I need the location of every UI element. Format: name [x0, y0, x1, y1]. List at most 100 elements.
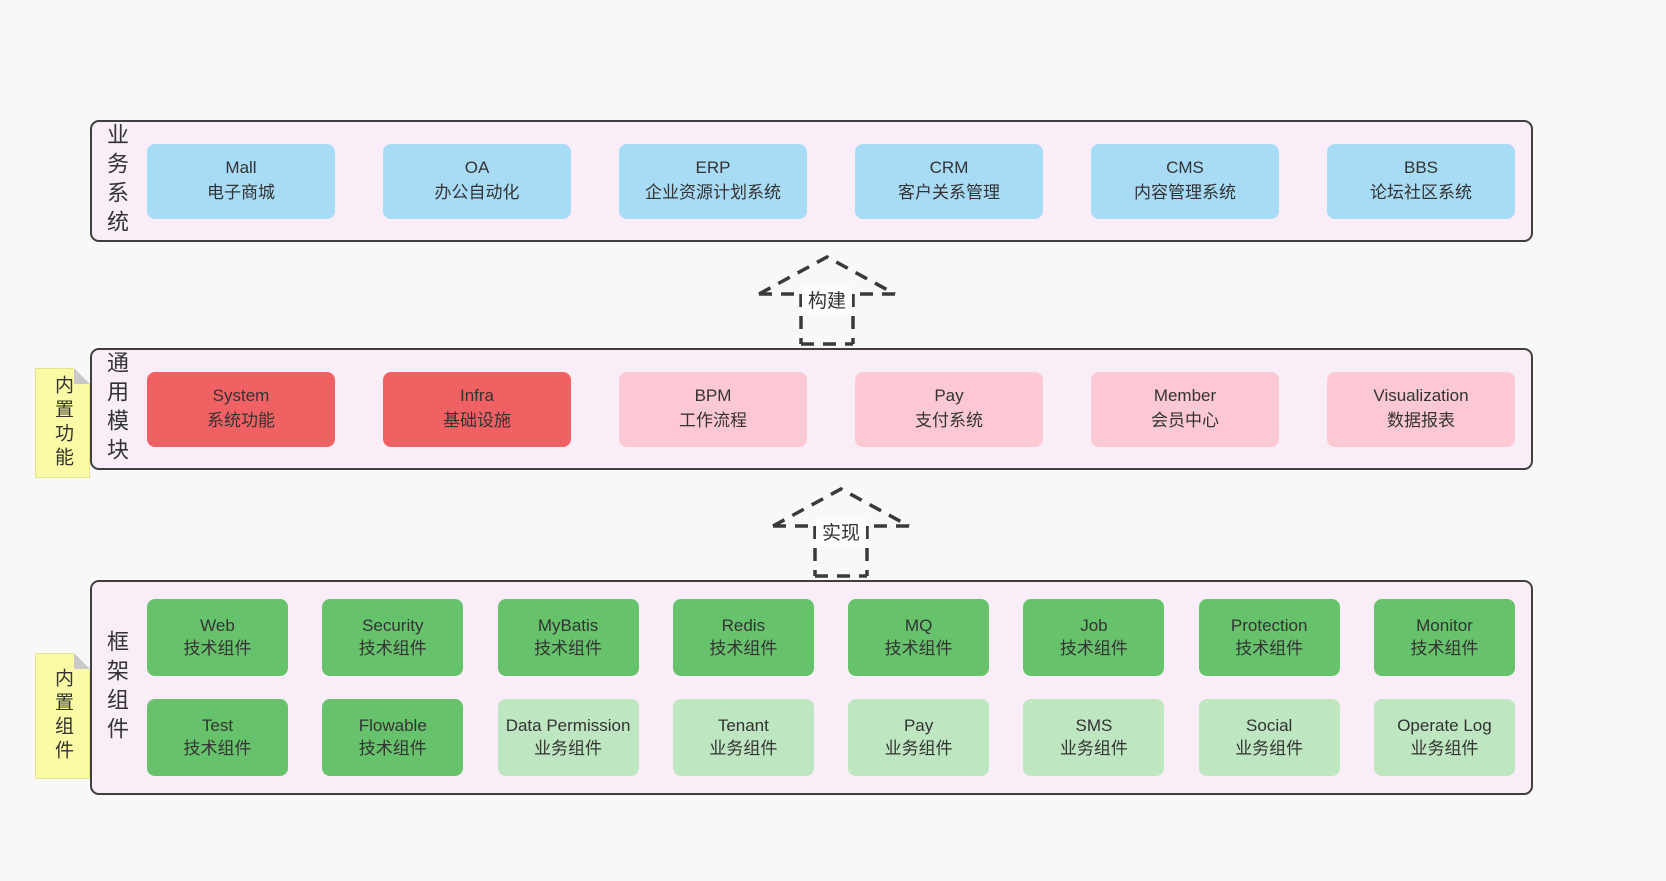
box-title: Monitor	[1416, 615, 1473, 635]
arrow-implement-label: 实现	[815, 517, 867, 546]
box-social: Social 业务组件	[1198, 699, 1340, 776]
box-title: Pay	[903, 715, 934, 735]
box-subtitle: 业务组件	[1059, 738, 1128, 758]
framework-component-rows: Web 技术组件 Security 技术组件 MyBatis 技术组件 Redi…	[147, 582, 1515, 793]
box-mybatis: MyBatis 技术组件	[497, 599, 639, 676]
box-pay-business: Pay 业务组件	[848, 699, 990, 776]
box-crm: CRM 客户关系管理	[855, 143, 1043, 219]
box-subtitle: 电子商城	[207, 183, 275, 202]
box-erp: ERP 企业资源计划系统	[619, 143, 807, 219]
box-title: OA	[464, 158, 490, 178]
box-bpm: BPM 工作流程	[619, 371, 807, 447]
box-title: Mall	[225, 158, 257, 178]
box-title: SMS	[1075, 715, 1113, 735]
box-title: BPM	[694, 386, 732, 406]
note-text: 内置功能	[52, 375, 73, 471]
box-title: Data Permission	[505, 715, 631, 735]
box-title: Test	[201, 715, 234, 735]
box-subtitle: 办公自动化	[434, 183, 520, 202]
up-arrow-icon	[758, 255, 896, 346]
arrow-build-label: 构建	[801, 285, 853, 314]
box-redis: Redis 技术组件	[672, 599, 814, 676]
box-title: Social	[1246, 715, 1293, 735]
box-title: Redis	[721, 615, 766, 635]
section-business-systems: 业务系统 Mall 电子商城 OA 办公自动化 ERP 企业资源计划系统 CRM…	[90, 120, 1533, 242]
framework-row-2: Test 技术组件 Flowable 技术组件 Data Permission …	[147, 699, 1515, 776]
box-subtitle: 技术组件	[183, 738, 252, 758]
box-subtitle: 内容管理系统	[1134, 183, 1236, 202]
box-subtitle: 技术组件	[884, 638, 953, 658]
box-infra: Infra 基础设施	[383, 371, 571, 447]
box-subtitle: 技术组件	[534, 638, 603, 658]
box-subtitle: 技术组件	[183, 638, 252, 658]
arrow-implement: 实现	[771, 487, 911, 579]
box-visualization: Visualization 数据报表	[1327, 371, 1515, 447]
box-title: MyBatis	[537, 615, 599, 635]
box-system: System 系统功能	[147, 371, 335, 447]
box-subtitle: 企业资源计划系统	[645, 183, 781, 202]
box-title: Protection	[1230, 615, 1308, 635]
box-title: Operate Log	[1397, 715, 1492, 735]
box-tenant: Tenant 业务组件	[672, 699, 814, 776]
section-label-framework: 框架组件	[104, 629, 129, 746]
box-subtitle: 系统功能	[207, 411, 275, 430]
box-title: ERP	[695, 158, 731, 178]
box-monitor: Monitor 技术组件	[1373, 599, 1515, 676]
section-framework-components: 框架组件 Web 技术组件 Security 技术组件 MyBatis 技术组件…	[90, 580, 1533, 795]
business-boxes: Mall 电子商城 OA 办公自动化 ERP 企业资源计划系统 CRM 客户关系…	[147, 122, 1515, 240]
arrow-build: 构建	[757, 255, 897, 347]
box-title: Job	[1080, 615, 1108, 635]
box-subtitle: 技术组件	[1059, 638, 1128, 658]
box-subtitle: 基础设施	[443, 411, 511, 430]
box-subtitle: 技术组件	[1410, 638, 1479, 658]
box-subtitle: 数据报表	[1387, 411, 1455, 430]
box-title: Flowable	[358, 715, 427, 735]
box-subtitle: 业务组件	[1410, 738, 1479, 758]
box-title: Visualization	[1373, 386, 1469, 406]
section-common-modules: 通用模块 System 系统功能 Infra 基础设施 BPM 工作流程 Pay…	[90, 348, 1533, 470]
box-protection: Protection 技术组件	[1198, 599, 1340, 676]
box-test: Test 技术组件	[147, 699, 288, 776]
box-bbs: BBS 论坛社区系统	[1327, 143, 1515, 219]
note-text: 内置组件	[52, 668, 73, 764]
box-subtitle: 技术组件	[358, 638, 427, 658]
common-module-boxes: System 系统功能 Infra 基础设施 BPM 工作流程 Pay 支付系统…	[147, 350, 1515, 468]
box-title: Pay	[934, 386, 964, 406]
box-title: BBS	[1403, 158, 1439, 178]
box-web: Web 技术组件	[147, 599, 288, 676]
box-subtitle: 业务组件	[884, 738, 953, 758]
box-subtitle: 业务组件	[1235, 738, 1304, 758]
box-pay: Pay 支付系统	[855, 371, 1043, 447]
box-title: Tenant	[717, 715, 769, 735]
box-subtitle: 工作流程	[679, 411, 747, 430]
section-label-business: 业务系统	[104, 123, 129, 239]
box-title: Infra	[459, 386, 495, 406]
box-title: CRM	[929, 158, 969, 178]
box-mq: MQ 技术组件	[848, 599, 990, 676]
box-data-permission: Data Permission 业务组件	[497, 699, 639, 776]
box-flowable: Flowable 技术组件	[322, 699, 464, 776]
box-mall: Mall 电子商城	[147, 143, 335, 219]
box-title: Member	[1153, 386, 1217, 406]
box-title: Web	[200, 615, 235, 635]
box-title: Security	[362, 615, 424, 635]
box-subtitle: 论坛社区系统	[1370, 183, 1472, 202]
box-member: Member 会员中心	[1091, 371, 1279, 447]
box-subtitle: 会员中心	[1151, 411, 1219, 430]
box-sms: SMS 业务组件	[1023, 699, 1165, 776]
note-built-in-features: 内置功能	[35, 368, 90, 478]
box-oa: OA 办公自动化	[383, 143, 571, 219]
section-label-common: 通用模块	[104, 351, 129, 467]
box-subtitle: 技术组件	[358, 738, 427, 758]
box-job: Job 技术组件	[1023, 599, 1165, 676]
box-title: CMS	[1166, 158, 1204, 178]
box-cms: CMS 内容管理系统	[1091, 143, 1279, 219]
box-subtitle: 技术组件	[709, 638, 778, 658]
up-arrow-icon	[772, 487, 910, 578]
box-title: MQ	[904, 615, 933, 635]
box-title: System	[212, 386, 270, 406]
box-subtitle: 客户关系管理	[898, 183, 1000, 202]
box-security: Security 技术组件	[322, 599, 464, 676]
note-built-in-components: 内置组件	[35, 653, 90, 779]
